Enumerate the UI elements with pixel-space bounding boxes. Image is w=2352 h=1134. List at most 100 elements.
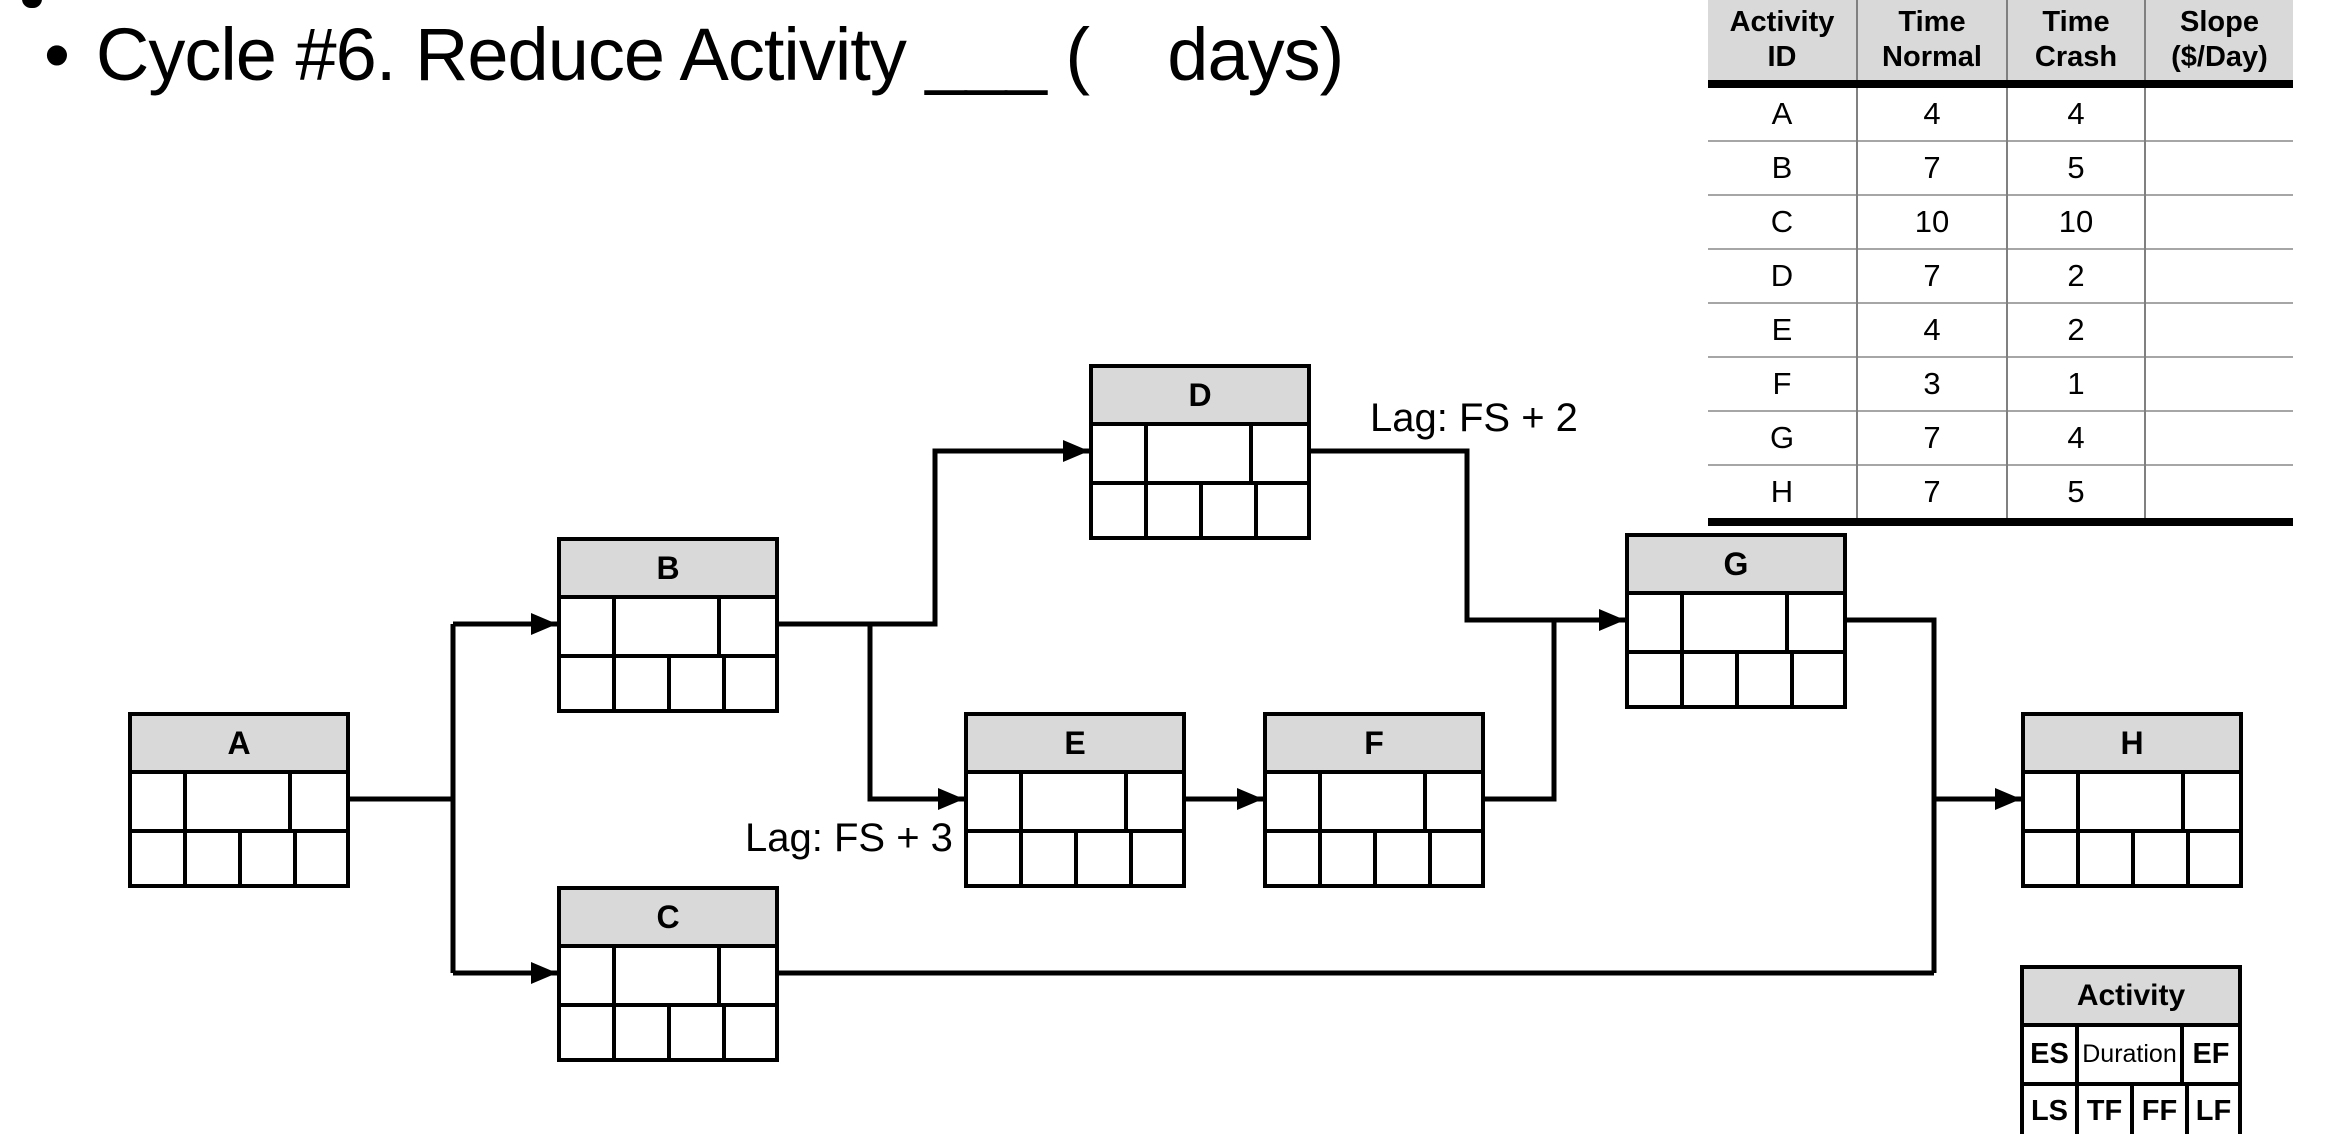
legend-top-row: ES Duration EF [2024, 1027, 2238, 1086]
node-lf-cell [1133, 833, 1182, 884]
edge-b-d-arrowhead-icon [1063, 440, 1089, 462]
table-cell: C [1708, 195, 1858, 249]
node-lf-cell [1258, 485, 1307, 536]
legend-duration-cell: Duration [2079, 1027, 2184, 1082]
node-title-bar: E [968, 716, 1182, 774]
node-ls-tf-ff-lf-row [561, 658, 775, 709]
activity-node-d: D [1089, 364, 1311, 540]
node-es-cell [561, 948, 616, 1003]
node-tf-cell [1684, 654, 1739, 705]
node-es-cell [1267, 774, 1322, 829]
legend-bottom-row: LS TF FF LF [2024, 1086, 2238, 1134]
table-cell: 7 [1857, 465, 2008, 522]
table-cell [2145, 411, 2293, 465]
table-header-cell: Activity ID [1708, 0, 1858, 84]
lag-label-d-g: Lag: FS + 2 [1370, 396, 1578, 440]
activity-node-e: E [964, 712, 1186, 888]
edge-b-e [867, 624, 964, 802]
node-lf-cell [1794, 654, 1843, 705]
node-lf-cell [726, 658, 775, 709]
node-ef-cell [721, 599, 775, 654]
table-cell: A [1708, 84, 1858, 141]
node-lf-cell [726, 1007, 775, 1058]
table-cell: 4 [1857, 303, 2008, 357]
table-cell: 5 [2007, 465, 2146, 522]
table-cell [2145, 249, 2293, 303]
table-cell [2145, 84, 2293, 141]
node-title-bar: C [561, 890, 775, 948]
node-ls-cell [561, 1007, 616, 1058]
table-cell: 10 [2007, 195, 2146, 249]
node-duration-cell [1148, 426, 1253, 481]
node-ef-cell [721, 948, 775, 1003]
edge-d-g-arrowhead-icon [1599, 609, 1625, 631]
bullet-icon: • [44, 13, 70, 96]
edge-a-b-arrowhead-icon [531, 613, 557, 635]
node-es-cell [132, 774, 187, 829]
node-duration-cell [1023, 774, 1128, 829]
edge-g-h [1847, 617, 1937, 973]
node-lf-cell [1432, 833, 1481, 884]
table-cell: 7 [1857, 411, 2008, 465]
legend-es-cell: ES [2024, 1027, 2079, 1082]
edge-e-f-arrowhead-icon [1237, 788, 1263, 810]
activity-node-b: B [557, 537, 779, 713]
title-text: Cycle #6. Reduce Activity ___ ( days) [95, 13, 1344, 96]
node-ls-cell [132, 833, 187, 884]
node-es-cell [1093, 426, 1148, 481]
node-title-bar: F [1267, 716, 1481, 774]
activity-node-g: G [1625, 533, 1847, 709]
edge-into-h-arrowhead-icon [1995, 788, 2021, 810]
node-duration-cell [1322, 774, 1427, 829]
node-ls-tf-ff-lf-row [1093, 485, 1307, 536]
table-cell: 5 [2007, 141, 2146, 195]
node-ls-tf-ff-lf-row [968, 833, 1182, 884]
node-ff-cell [1377, 833, 1432, 884]
node-ls-cell [1093, 485, 1148, 536]
table-header-cell: Time Normal [1857, 0, 2008, 84]
table-cell: F [1708, 357, 1858, 411]
table-cell: H [1708, 465, 1858, 522]
node-ff-cell [1739, 654, 1794, 705]
node-ls-cell [561, 658, 616, 709]
node-ef-cell [2185, 774, 2239, 829]
table-cell [2145, 357, 2293, 411]
node-es-duration-ef-row [561, 948, 775, 1007]
node-es-duration-ef-row [561, 599, 775, 658]
node-tf-cell [2080, 833, 2135, 884]
legend-ef-cell: EF [2192, 1038, 2230, 1070]
node-duration-cell [187, 774, 292, 829]
edge-f-g [1485, 620, 1557, 802]
node-duration-cell [616, 948, 721, 1003]
node-ls-cell [1267, 833, 1322, 884]
table-cell [2145, 141, 2293, 195]
table-header-cell: Slope ($/Day) [2145, 0, 2293, 84]
edge-b-d [779, 448, 1089, 627]
node-ff-cell [1078, 833, 1133, 884]
node-ls-tf-ff-lf-row [2025, 833, 2239, 884]
table-header-cell: Time Crash [2007, 0, 2146, 84]
table-cell: 3 [1857, 357, 2008, 411]
table-cell: 4 [2007, 84, 2146, 141]
node-tf-cell [1148, 485, 1203, 536]
table-cell: 1 [2007, 357, 2146, 411]
legend-title: Activity [2024, 969, 2238, 1027]
node-title-bar: H [2025, 716, 2239, 774]
lag-label-b-e: Lag: FS + 3 [745, 816, 953, 860]
node-ff-cell [1203, 485, 1258, 536]
node-tf-cell [616, 1007, 671, 1058]
edge-a-c-arrowhead-icon [531, 962, 557, 984]
node-ef-cell [1427, 774, 1481, 829]
table-cell [2145, 195, 2293, 249]
table-cell: 7 [1857, 249, 2008, 303]
table-cell [2145, 465, 2293, 522]
node-lf-cell [2190, 833, 2239, 884]
activity-node-a: A [128, 712, 350, 888]
node-ls-tf-ff-lf-row [1629, 654, 1843, 705]
node-ls-tf-ff-lf-row [561, 1007, 775, 1058]
node-duration-cell [616, 599, 721, 654]
